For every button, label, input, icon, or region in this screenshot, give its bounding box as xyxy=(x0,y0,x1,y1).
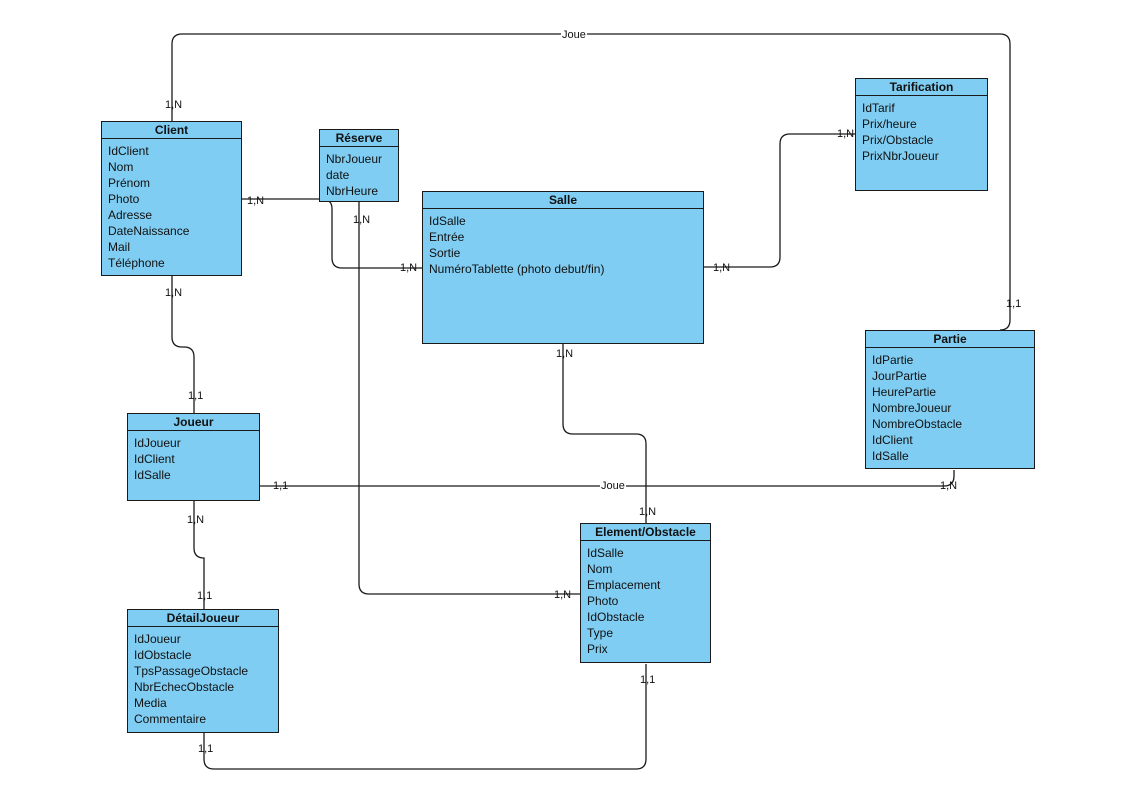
entity-title: Client xyxy=(102,122,241,139)
entity-attribute: IdTarif xyxy=(862,101,895,115)
entity-title: Joueur xyxy=(128,414,259,431)
entity-attribute: NuméroTablette (photo debut/fin) xyxy=(429,262,605,276)
link-client-joueur xyxy=(171,276,195,413)
entity-attribute: Photo xyxy=(587,594,619,608)
entity-attribute: Nom xyxy=(108,160,134,174)
entity-attribute: IdClient xyxy=(134,452,175,466)
cardinality-label: 1,1 xyxy=(273,480,289,492)
entity-attribute: IdSalle xyxy=(872,449,909,463)
entity-attribute: date xyxy=(326,168,350,182)
cardinality-label: 1,N xyxy=(247,195,265,207)
entity-attribute: IdObstacle xyxy=(587,610,645,624)
entity-attribute: JourPartie xyxy=(872,369,927,383)
entity-attribute: IdObstacle xyxy=(134,648,192,662)
entity-attribute: Type xyxy=(587,626,614,640)
entity-attribute: Mail xyxy=(108,240,131,254)
link-client-salle-reserve xyxy=(242,198,422,269)
entity-attribute: Téléphone xyxy=(108,256,165,270)
entity-attribute: Prix xyxy=(587,642,608,656)
link-salle-element xyxy=(562,344,647,523)
entity-attribute: IdJoueur xyxy=(134,632,181,646)
entity-attribute: IdSalle xyxy=(429,214,466,228)
entity-attribute: Media xyxy=(134,696,167,710)
entity-attribute: IdPartie xyxy=(872,353,914,367)
entity-attribute: Entrée xyxy=(429,230,465,244)
entity-attribute: PrixNbrJoueur xyxy=(862,149,939,163)
cardinality-label: 1,N xyxy=(400,262,418,274)
relation-label-joue-top: Joue xyxy=(561,29,587,41)
entity-attribute: NbrEchecObstacle xyxy=(134,680,235,694)
entity-title: Tarification xyxy=(856,79,987,96)
entity-attribute: TpsPassageObstacle xyxy=(134,664,249,678)
entity-attribute: IdJoueur xyxy=(134,436,181,450)
link-client-partie-joue xyxy=(171,33,1011,331)
cardinality-label: 1,1 xyxy=(198,743,214,755)
cardinality-label: 1,N xyxy=(554,589,572,601)
entity-title: DétailJoueur xyxy=(128,610,278,627)
entity-attribute: Prénom xyxy=(108,176,151,190)
entity-attribute: IdSalle xyxy=(134,468,171,482)
cardinality-label: 1,N xyxy=(713,262,731,274)
entity-attribute: Adresse xyxy=(108,208,153,222)
link-tarif-salle xyxy=(704,133,855,268)
entity-title: Salle xyxy=(423,192,703,209)
entity-attribute: IdClient xyxy=(872,433,913,447)
cardinality-label: 1,N xyxy=(639,506,657,518)
cardinality-label: 1,N xyxy=(165,99,183,111)
link-detail-element xyxy=(203,664,647,770)
link-joueur-detail xyxy=(193,501,205,609)
cardinality-label: 1,N xyxy=(165,287,183,299)
cardinality-label: 1,N xyxy=(187,514,205,526)
relation-label-joue-mid: Joue xyxy=(600,480,626,492)
cardinality-label: 1,1 xyxy=(640,674,656,686)
entity-attribute: Sortie xyxy=(429,246,461,260)
cardinality-label: 1,1 xyxy=(197,590,213,602)
entity-title: Réserve xyxy=(320,130,398,147)
cardinality-label: 1,N xyxy=(556,348,574,360)
entity-attribute: Prix/heure xyxy=(862,117,917,131)
entity-attribute: Nom xyxy=(587,562,613,576)
entity-title: Element/Obstacle xyxy=(581,524,710,541)
entity-attribute: NbrHeure xyxy=(326,184,379,198)
entity-attribute: Emplacement xyxy=(587,578,661,592)
link-reserve-element xyxy=(358,202,581,595)
entity-title: Partie xyxy=(866,331,1034,348)
entity-attribute: NombreObstacle xyxy=(872,417,963,431)
cardinality-label: 1,N xyxy=(353,214,371,226)
entity-attribute: NbrJoueur xyxy=(326,152,383,166)
cardinality-label: 1,1 xyxy=(1006,298,1022,310)
entity-attribute: IdSalle xyxy=(587,546,624,560)
entity-attribute: NombreJoueur xyxy=(872,401,952,415)
entity-attribute: Photo xyxy=(108,192,140,206)
entity-attribute: Prix/Obstacle xyxy=(862,133,934,147)
entity-attribute: HeurePartie xyxy=(872,385,937,399)
link-joueur-partie-joue xyxy=(260,470,955,487)
entity-attribute: IdClient xyxy=(108,144,149,158)
cardinality-label: 1,1 xyxy=(188,390,204,402)
entity-attribute: Commentaire xyxy=(134,712,207,726)
entity-attribute: DateNaissance xyxy=(108,224,190,238)
cardinality-label: 1,N xyxy=(837,128,855,140)
cardinality-label: 1,N xyxy=(940,480,958,492)
